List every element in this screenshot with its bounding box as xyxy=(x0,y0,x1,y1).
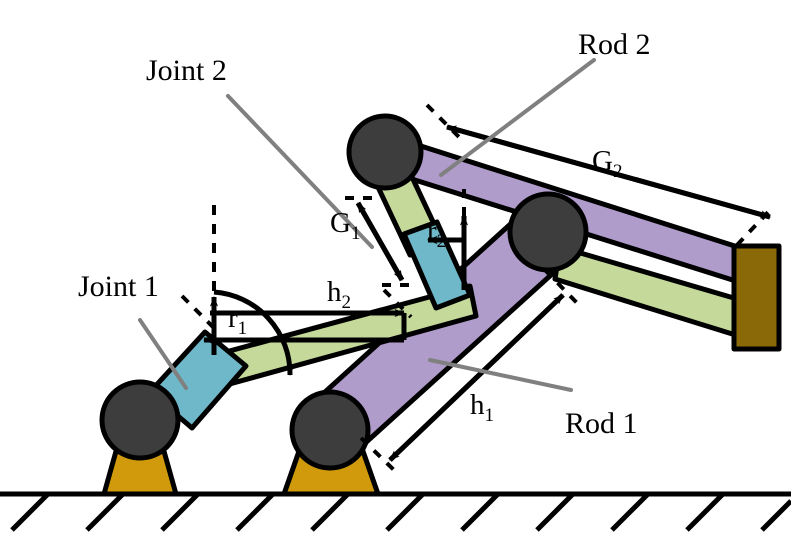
leader-lines xyxy=(138,58,596,392)
label-joint-2: Joint 2 xyxy=(146,54,227,87)
leader-joint1 xyxy=(138,318,188,390)
teal-block-joint2 xyxy=(401,219,473,311)
dim-g1-arrow-down xyxy=(355,201,405,282)
tick-rod2-left xyxy=(425,103,462,140)
end-effector-block xyxy=(731,243,782,352)
label-joint-1: Joint 1 xyxy=(78,270,159,303)
dim-h1-arrow-down xyxy=(388,293,565,462)
joint1-pivot-hub xyxy=(99,379,181,461)
leader-rod2 xyxy=(439,58,596,177)
ground-hatching xyxy=(10,492,791,532)
middle-pivot-hub xyxy=(507,191,589,273)
tick-joint1-block xyxy=(180,294,216,330)
tick-h2-end xyxy=(382,288,413,319)
tick-h1-top xyxy=(543,268,580,306)
label-g2: G2 xyxy=(592,145,622,182)
label-h2: h2 xyxy=(327,276,351,313)
label-rod-1: Rod 1 xyxy=(565,407,638,440)
label-h1: h1 xyxy=(470,389,494,426)
leader-rod1 xyxy=(428,358,573,392)
label-r2: r2 xyxy=(427,215,446,252)
label-r1: r1 xyxy=(228,302,247,339)
label-g1: G1 xyxy=(330,207,360,244)
base-pivot-hub xyxy=(289,389,371,471)
label-rod-2: Rod 2 xyxy=(578,28,651,61)
tick-h1-bottom xyxy=(359,436,398,474)
dim-g2-arrow-right xyxy=(446,124,771,220)
leader-joint2 xyxy=(226,94,374,249)
joint1-angle-arc xyxy=(213,289,295,376)
joint2-pivot-hub xyxy=(346,113,424,191)
ground-group xyxy=(0,491,791,532)
